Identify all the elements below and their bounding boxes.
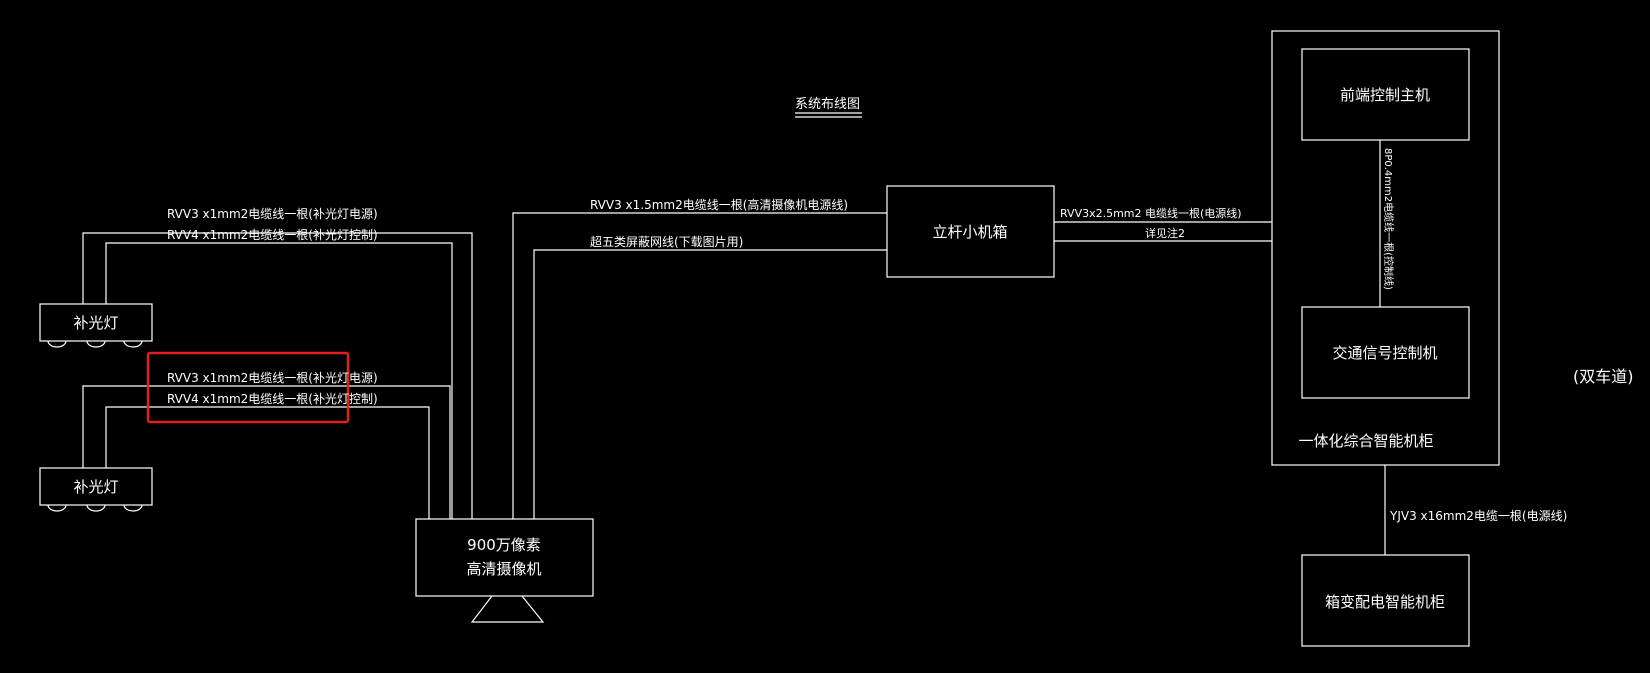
label-light-bottom-control: RVV4 x1mm2电缆线一根(补光灯控制) bbox=[167, 392, 378, 406]
fill-light-top-lamps bbox=[47, 340, 143, 348]
label-light-bottom-power: RVV3 x1mm2电缆线一根(补光灯电源) bbox=[167, 371, 378, 385]
fill-light-bottom-label: 补光灯 bbox=[73, 478, 118, 496]
fill-light-top-box bbox=[39, 303, 153, 342]
label-box-note: 详见注2 bbox=[1145, 226, 1185, 240]
label-camera-network: 超五类屏蔽网线(下载图片用) bbox=[590, 234, 743, 249]
fill-light-top-label: 补光灯 bbox=[73, 314, 118, 332]
fill-light-bottom-lamps bbox=[47, 504, 143, 512]
signal-controller-box bbox=[1301, 306, 1470, 399]
substation-box bbox=[1301, 554, 1470, 647]
cabinet-frame bbox=[1271, 30, 1500, 466]
wire-light-bottom-control bbox=[105, 406, 430, 519]
camera-label-2: 高清摄像机 bbox=[466, 560, 541, 578]
pole-box-label: 立杆小机箱 bbox=[932, 223, 1007, 241]
front-controller-box bbox=[1301, 48, 1470, 141]
wire-camera-network bbox=[533, 249, 887, 519]
label-double-lane: (双车道) bbox=[1573, 367, 1634, 386]
cabinet-label: 一体化综合智能机柜 bbox=[1298, 432, 1433, 450]
label-light-top-control: RVV4 x1mm2电缆线一根(补光灯控制) bbox=[167, 228, 378, 242]
fill-light-bottom-box bbox=[39, 467, 153, 506]
highlight-box bbox=[146, 351, 350, 424]
wire-light-top-control bbox=[105, 242, 453, 519]
label-main-power: YJV3 x16mm2电缆一根(电源线) bbox=[1389, 509, 1567, 523]
substation-label: 箱变配电智能机柜 bbox=[1325, 593, 1445, 611]
signal-controller-label: 交通信号控制机 bbox=[1332, 344, 1437, 362]
wire-light-top-power bbox=[82, 232, 473, 519]
front-controller-label: 前端控制主机 bbox=[1340, 86, 1430, 104]
label-camera-power: RVV3 x1.5mm2电缆线一根(高清摄像机电源线) bbox=[590, 197, 848, 212]
camera-label-1: 900万像素 bbox=[467, 536, 541, 554]
pole-box bbox=[886, 185, 1055, 278]
camera-stand bbox=[470, 595, 545, 623]
label-vertical-cable: 8P0.4mm2电缆线一根(控制线) bbox=[1382, 148, 1395, 290]
camera-box bbox=[415, 518, 594, 597]
wire-camera-power bbox=[512, 212, 887, 519]
wire-light-bottom-power bbox=[82, 385, 451, 519]
label-light-top-power: RVV3 x1mm2电缆线一根(补光灯电源) bbox=[167, 207, 378, 221]
label-box-power: RVV3x2.5mm2 电缆线一根(电源线) bbox=[1060, 206, 1242, 220]
diagram-title: 系统布线图 bbox=[795, 97, 860, 112]
